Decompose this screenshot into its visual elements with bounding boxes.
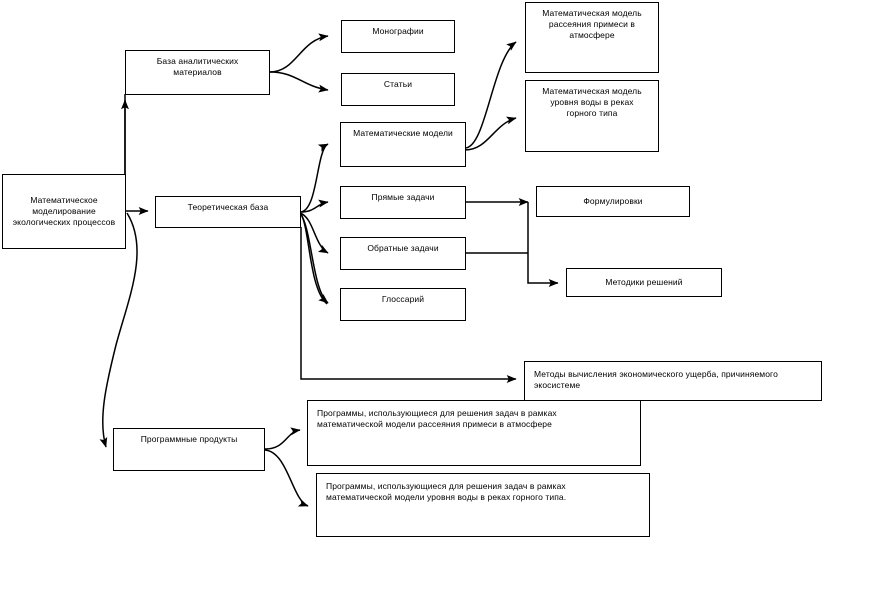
edge-theory-to-inverse-tasks: [299, 212, 329, 254]
node-solution-methods[interactable]: Методики решений: [566, 268, 722, 297]
node-software-products[interactable]: Программные продукты: [113, 428, 265, 471]
node-monographs[interactable]: Монографии: [341, 20, 455, 53]
node-articles[interactable]: Статьи: [341, 73, 455, 106]
node-model-dispersion[interactable]: Математическая модель рассеяния примеси …: [525, 2, 659, 73]
node-root-label: Математическое моделирование экологическ…: [12, 194, 116, 228]
node-inverse-tasks-label: Обратные задачи: [367, 243, 439, 253]
node-inverse-tasks[interactable]: Обратные задачи: [340, 237, 466, 270]
node-economic-damage-label: Методы вычисления экономического ущерба,…: [534, 369, 778, 391]
node-direct-tasks-label: Прямые задачи: [371, 192, 435, 202]
node-programs-water-level[interactable]: Программы, использующиеся для решения за…: [316, 473, 650, 537]
node-theory-base[interactable]: Теоретическая база: [155, 196, 301, 228]
node-solution-methods-label: Методики решений: [605, 276, 683, 287]
edge-software-to-programs-dispersion: [264, 427, 301, 450]
node-formulations-label: Формулировки: [583, 195, 643, 206]
node-glossary[interactable]: Глоссарий: [340, 288, 466, 321]
edge-math-models-to-model-dispersion: [464, 41, 517, 149]
node-model-water-level-label: Математическая модель уровня воды в река…: [542, 86, 642, 119]
node-theory-base-label: Теоретическая база: [187, 202, 269, 212]
node-articles-label: Статьи: [383, 79, 413, 89]
node-model-water-level[interactable]: Математическая модель уровня воды в река…: [525, 80, 659, 152]
node-economic-damage[interactable]: Методы вычисления экономического ущерба,…: [524, 361, 822, 401]
node-programs-dispersion-label: Программы, использующиеся для решения за…: [317, 408, 557, 430]
edge-theory-to-math-models: [299, 143, 329, 213]
edge-analytic-to-monographs: [269, 33, 329, 73]
edge-theory-to-direct-tasks: [299, 199, 329, 213]
node-direct-tasks[interactable]: Прямые задачи: [340, 186, 466, 219]
edge-theory-to-glossary-b: [300, 213, 328, 305]
node-root[interactable]: Математическое моделирование экологическ…: [2, 174, 126, 249]
edge-software-to-programs-water-level: [264, 449, 309, 507]
node-software-products-label: Программные продукты: [140, 434, 238, 444]
edge-analytic-to-articles: [269, 71, 329, 93]
edge-theory-to-glossary: [299, 212, 329, 304]
node-formulations[interactable]: Формулировки: [536, 186, 690, 217]
node-programs-dispersion[interactable]: Программы, использующиеся для решения за…: [307, 400, 641, 466]
node-math-models[interactable]: Математические модели: [340, 122, 466, 167]
node-glossary-label: Глоссарий: [381, 294, 425, 304]
node-monographs-label: Монографии: [372, 26, 424, 36]
node-analytic-base[interactable]: База аналитических материалов: [125, 50, 270, 95]
node-math-models-label: Математические модели: [353, 128, 453, 138]
node-programs-water-level-label: Программы, использующиеся для решения за…: [326, 481, 567, 503]
node-analytic-base-label: База аналитических материалов: [156, 56, 239, 78]
edge-math-models-to-model-water-level: [464, 116, 517, 151]
node-model-dispersion-label: Математическая модель рассеяния примеси …: [542, 8, 642, 41]
